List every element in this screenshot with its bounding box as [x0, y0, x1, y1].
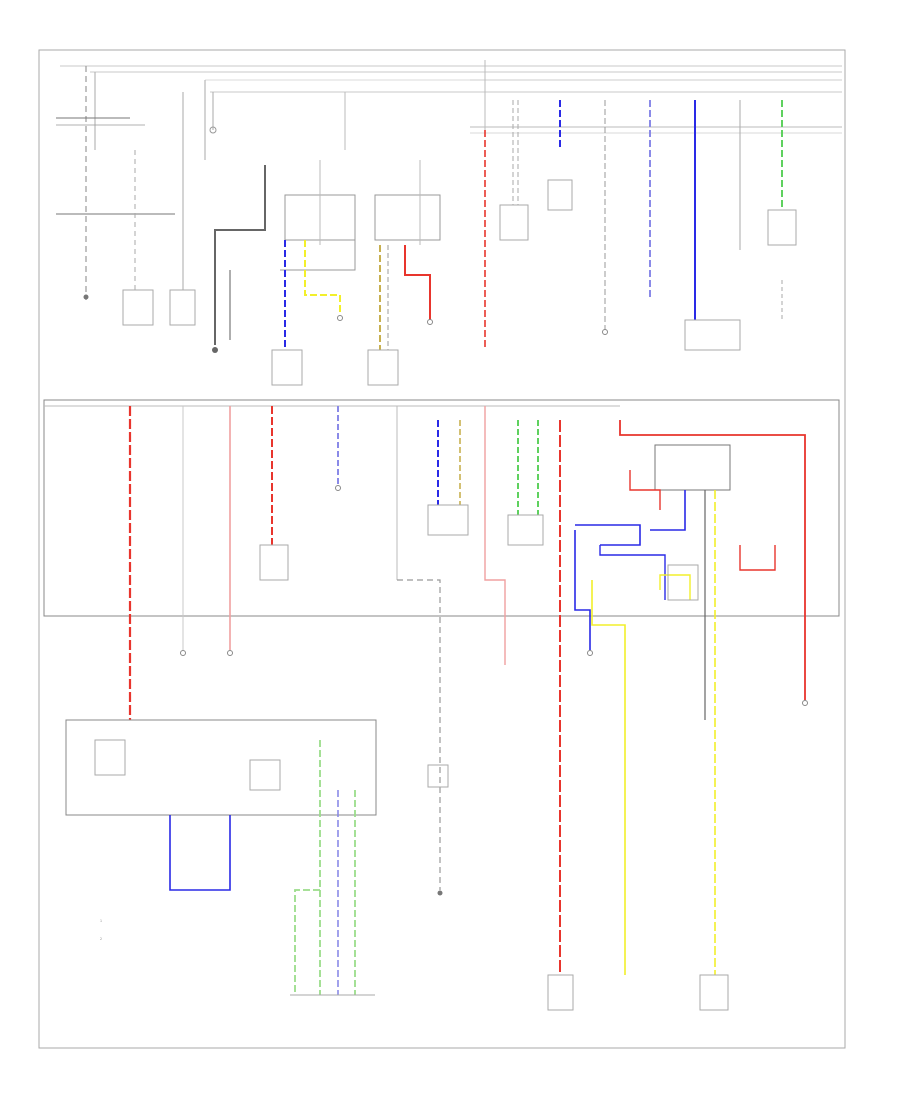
- ignition-switch: [204, 80, 441, 353]
- ground-icon: [227, 650, 233, 656]
- ground-icon: [337, 315, 343, 321]
- legend-symbol-2: 2: [100, 937, 102, 941]
- ground-icon: [587, 650, 593, 656]
- legend: 1 2: [100, 919, 102, 941]
- smart-key-control-module-1: [271, 349, 303, 386]
- horn-relay: [547, 179, 573, 211]
- wiper-relay: [507, 514, 544, 546]
- main-relay: [654, 444, 731, 491]
- front-wiper-motor: [699, 974, 729, 1011]
- battery-circuit: [56, 66, 184, 300]
- legend-symbol-1: 1: [100, 919, 102, 923]
- relay-box: [65, 719, 377, 816]
- smart-key-control-module-2: [367, 349, 399, 386]
- engine-relay: [259, 544, 289, 581]
- headlamp: [547, 974, 574, 1011]
- ground-icon: [335, 485, 341, 491]
- ground-icon: [212, 347, 218, 353]
- brake-relay: [499, 204, 529, 241]
- abs-module: [684, 319, 741, 351]
- fan-relay: [667, 564, 699, 601]
- ground-icon: [427, 319, 433, 325]
- fog-relay: [427, 504, 469, 536]
- battery-terminal-icon: [83, 294, 89, 300]
- fuse-relay-box: [43, 399, 840, 617]
- ground-icon: [180, 650, 186, 656]
- main-fuse-box: [60, 65, 842, 134]
- engine-control-relay: [94, 739, 126, 776]
- starter: [169, 289, 196, 326]
- horn-relay-2: [249, 759, 281, 791]
- diagram-frame: [38, 49, 846, 1049]
- smart-key-antenna: [427, 764, 449, 788]
- blower-motor: [767, 209, 797, 246]
- ground-icon: [802, 700, 808, 706]
- alternator: [122, 289, 154, 326]
- ground-icon: [602, 329, 608, 335]
- ground-icon: [437, 890, 443, 896]
